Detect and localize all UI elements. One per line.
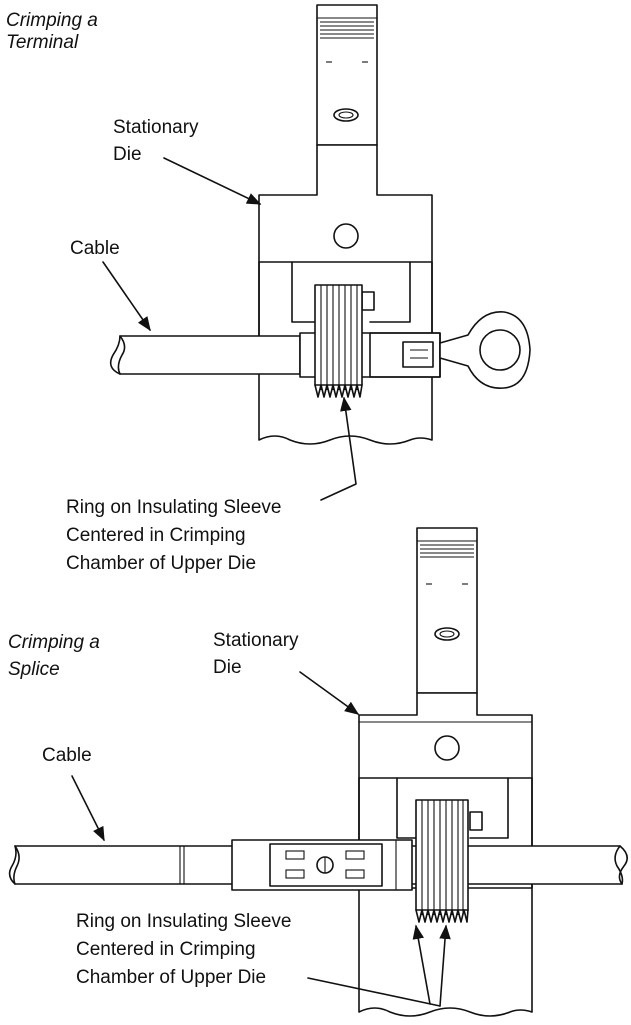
terminal-stationary-die-label: Stationary Die: [113, 117, 204, 165]
splice-title: Crimping a Splice: [8, 632, 105, 680]
splice-ring-arrow-right: [439, 924, 451, 1007]
terminal-die-hole-icon: [333, 223, 359, 249]
splice-die-hole-icon: [434, 735, 460, 761]
splice-sleeve: [231, 839, 413, 891]
splice-cable-label: Cable: [42, 745, 92, 766]
splice-ring-arrow-left: [412, 924, 431, 1005]
terminal-title: Crimping a Terminal: [6, 10, 103, 53]
terminal-die-arrow: [163, 157, 262, 205]
terminal-cable-label: Cable: [70, 238, 120, 259]
terminal-upper-handle: [316, 4, 378, 146]
splice-upper-handle: [416, 527, 478, 694]
splice-crimp-teeth: [415, 799, 469, 923]
splice-cable-arrow: [71, 775, 105, 842]
splice-die-arrow: [299, 671, 360, 715]
terminal-cable: [109, 335, 301, 375]
terminal-cable-arrow: [102, 261, 151, 332]
terminal-handle-slot-icon: [333, 108, 359, 122]
terminal-ring-hole-icon: [479, 329, 521, 371]
terminal-ring-arrow: [320, 396, 357, 501]
splice-handle-slot-icon: [434, 627, 460, 641]
splice-ring-label: Ring on Insulating Sleeve Centered in Cr…: [76, 911, 297, 988]
splice-ring-leader: [307, 977, 441, 1007]
splice-figure: Crimping a Splice Stationary Die Cable R…: [8, 527, 628, 1017]
terminal-ring-label: Ring on Insulating Sleeve Centered in Cr…: [66, 497, 287, 574]
terminal-crimp-teeth: [314, 284, 363, 398]
terminal-figure: Crimping a Terminal Stationary Die Cable…: [6, 4, 531, 574]
splice-stationary-die-label: Stationary Die: [213, 630, 304, 678]
